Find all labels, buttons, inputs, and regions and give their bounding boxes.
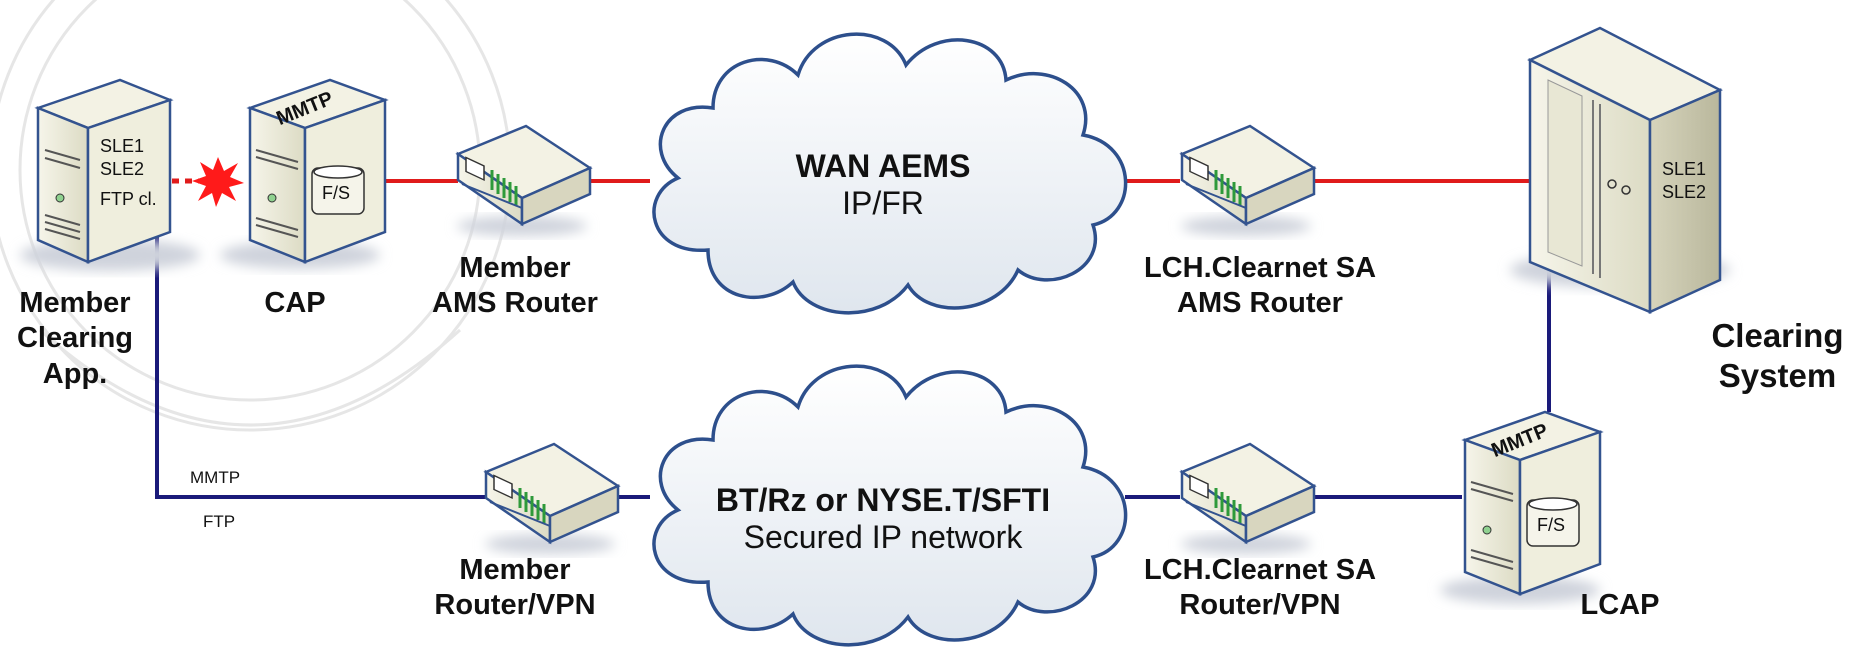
lch-ams-router-label: LCH.Clearnet SA AMS Router — [1125, 251, 1395, 322]
router-member-ams — [455, 124, 593, 236]
cap-disk-label: F/S — [322, 183, 351, 203]
clearing-inner-text: SLE1 SLE2 — [1662, 158, 1706, 203]
server-lcap — [1440, 410, 1604, 604]
cloud-bt-label: BT/Rz or NYSE.T/SFTI Secured IP network — [668, 482, 1098, 556]
member-app-label-line3: App. — [42, 357, 108, 390]
member-ams-router-line2: AMS Router — [432, 287, 598, 320]
server-cap — [220, 78, 389, 269]
router-lch-ams — [1179, 124, 1317, 236]
member-app-inner-text: SLE1 SLE2 FTP cl. — [100, 135, 157, 211]
lch-router-vpn-label: LCH.Clearnet SA Router/VPN — [1125, 553, 1395, 624]
cloud-bt-title: BT/Rz or NYSE.T/SFTI — [715, 482, 1051, 518]
clearing-sle2: SLE2 — [1662, 181, 1707, 202]
lcap-label: LCAP — [1580, 589, 1660, 621]
member-ams-router-label: Member AMS Router — [415, 251, 615, 322]
clearing-system-line1: Clearing — [1711, 317, 1844, 354]
cloud-wan-label: WAN AEMS IP/FR — [758, 148, 1008, 222]
member-ams-router-line1: Member — [459, 252, 571, 284]
cloud-wan-subtitle: IP/FR — [842, 185, 924, 221]
link-member-app-blue — [155, 235, 488, 499]
router-member-vpn — [483, 442, 621, 554]
member-router-vpn-line2: Router/VPN — [434, 589, 596, 622]
cap-label: CAP — [264, 287, 326, 319]
router-lch-vpn — [1179, 442, 1317, 554]
member-app-sle2: SLE2 — [100, 158, 145, 179]
member-router-vpn-line1: Member — [459, 554, 571, 586]
link-protocol-ftp: FTP — [203, 512, 236, 531]
clearing-system-label: Clearing System — [1690, 316, 1863, 397]
member-app-sle1: SLE1 — [100, 136, 145, 156]
lch-ams-router-line1: LCH.Clearnet SA — [1143, 252, 1377, 284]
member-app-label-line1: Member — [19, 287, 131, 319]
link-protocol-mmtp: MMTP — [190, 468, 241, 487]
lch-ams-router-line2: AMS Router — [1177, 287, 1343, 320]
member-app-label: Member Clearing App. — [0, 286, 150, 392]
cloud-wan-aems — [652, 32, 1128, 315]
lcap-disk-label: F/S — [1537, 515, 1566, 535]
member-app-ftp: FTP cl. — [100, 189, 157, 209]
clearing-sle1: SLE1 — [1662, 159, 1707, 179]
lch-router-vpn-line2: Router/VPN — [1179, 589, 1341, 622]
member-app-label-line2: Clearing — [16, 322, 134, 355]
cloud-bt-subtitle: Secured IP network — [743, 519, 1023, 555]
clearing-system-line2: System — [1718, 357, 1837, 395]
alert-burst-icon — [192, 157, 244, 207]
member-router-vpn-label: Member Router/VPN — [415, 553, 615, 624]
cloud-bt-rz — [652, 364, 1128, 647]
server-clearing-system — [1510, 26, 1730, 314]
lch-router-vpn-line1: LCH.Clearnet SA — [1143, 554, 1377, 586]
cloud-wan-title: WAN AEMS — [795, 148, 971, 184]
server-member-clearing-app — [20, 78, 200, 271]
